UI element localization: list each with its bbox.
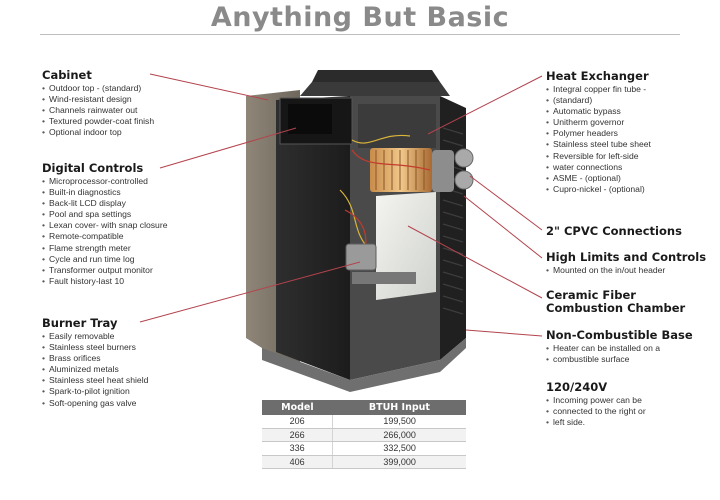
- section-heading: 2" CPVC Connections: [546, 224, 682, 238]
- cabinet-louvered-side: [440, 96, 466, 360]
- feature-item: Soft-opening gas valve: [42, 398, 148, 409]
- table-header-row: Model BTUH Input: [262, 400, 466, 415]
- feature-item: Cycle and run time log: [42, 254, 167, 265]
- feature-item: Stainless steel tube sheet: [546, 139, 651, 150]
- cell-model: 406: [262, 455, 333, 470]
- feature-item: Heater can be installed on a: [546, 343, 693, 354]
- cell-model: 266: [262, 428, 333, 443]
- feature-item: Incoming power can be: [546, 395, 646, 406]
- feature-item: Fault history-last 10: [42, 276, 167, 287]
- feature-item: Built-in diagnostics: [42, 187, 167, 198]
- feature-item: Channels rainwater out: [42, 105, 154, 116]
- feature-item: Aluminized metals: [42, 364, 148, 375]
- feature-item: connected to the right or: [546, 406, 646, 417]
- feature-list: Incoming power can be connected to the r…: [546, 395, 646, 428]
- table-row: 336 332,500: [262, 441, 466, 456]
- cell-btuh: 199,500: [332, 415, 466, 429]
- section-combustion-chamber: Ceramic Fiber Combustion Chamber: [546, 289, 685, 316]
- feature-item: Transformer output monitor: [42, 265, 167, 276]
- title-divider: [40, 34, 680, 35]
- section-burner-tray: Burner Tray Easily removable Stainless s…: [42, 316, 148, 409]
- cell-model: 336: [262, 441, 333, 456]
- feature-item: Brass orifices: [42, 353, 148, 364]
- feature-item: Flame strength meter: [42, 243, 167, 254]
- feature-item: Cupro-nickel - (optional): [546, 184, 651, 195]
- feature-list: Mounted on the in/out header: [546, 265, 706, 276]
- section-cpvc-connections: 2" CPVC Connections: [546, 224, 682, 239]
- feature-item: Pool and spa settings: [42, 209, 167, 220]
- feature-item: Stainless steel heat shield: [42, 375, 148, 386]
- section-heading: Digital Controls: [42, 161, 144, 175]
- section-heading: 120/240V: [546, 380, 608, 394]
- non-combustible-base: [262, 338, 466, 392]
- feature-list: Heater can be installed on a combustible…: [546, 343, 693, 365]
- feature-item: Polymer headers: [546, 128, 651, 139]
- feature-item: Integral copper fin tube -: [546, 84, 651, 95]
- feature-item: Spark-to-pilot ignition: [42, 386, 148, 397]
- model-btuh-table: Model BTUH Input 206 199,500 266 266,000…: [262, 400, 466, 470]
- feature-item: Stainless steel burners: [42, 342, 148, 353]
- feature-item: Reversible for left-side: [546, 151, 651, 162]
- section-heading: Non-Combustible Base: [546, 328, 693, 342]
- table-row: 266 266,000: [262, 428, 466, 443]
- feature-item: Unitherm governor: [546, 117, 651, 128]
- section-heat-exchanger: Heat Exchanger Integral copper fin tube …: [546, 69, 651, 195]
- feature-item: Optional indoor top: [42, 127, 154, 138]
- feature-item: Lexan cover- with snap closure: [42, 220, 167, 231]
- heat-exchanger: [358, 104, 436, 148]
- feature-item: combustible surface: [546, 354, 693, 365]
- section-heading: Heat Exchanger: [546, 69, 649, 83]
- feature-list: Integral copper fin tube - (standard) Au…: [546, 84, 651, 195]
- feature-item: Remote-compatible: [42, 231, 167, 242]
- section-heading: Ceramic Fiber Combustion Chamber: [546, 288, 686, 315]
- cell-model: 206: [262, 415, 333, 429]
- cell-btuh: 332,500: [332, 441, 466, 456]
- cell-btuh: 266,000: [332, 428, 466, 443]
- cpvc-header: [432, 150, 454, 192]
- section-heading: High Limits and Controls: [546, 250, 707, 264]
- feature-item: Easily removable: [42, 331, 148, 342]
- column-header-model: Model: [262, 400, 333, 415]
- feature-list: Outdoor top - (standard) Wind-resistant …: [42, 83, 154, 138]
- section-digital-controls: Digital Controls Microprocessor-controll…: [42, 161, 167, 287]
- feature-item: Textured powder-coat finish: [42, 116, 154, 127]
- section-120-240v: 120/240V Incoming power can be connected…: [546, 380, 646, 428]
- section-non-combustible-base: Non-Combustible Base Heater can be insta…: [546, 328, 693, 365]
- feature-item: Microprocessor-controlled: [42, 176, 167, 187]
- feature-item: (standard): [546, 95, 651, 106]
- feature-item: Back-lit LCD display: [42, 198, 167, 209]
- feature-item: water connections: [546, 162, 651, 173]
- page-title: Anything But Basic: [210, 2, 510, 33]
- feature-list: Microprocessor-controlled Built-in diagn…: [42, 176, 167, 287]
- section-cabinet: Cabinet Outdoor top - (standard) Wind-re…: [42, 68, 154, 138]
- cell-btuh: 399,000: [332, 455, 466, 470]
- section-heading: Cabinet: [42, 68, 92, 82]
- feature-item: Outdoor top - (standard): [42, 83, 154, 94]
- feature-item: left side.: [546, 417, 646, 428]
- table-row: 406 399,000: [262, 455, 466, 470]
- feature-list: Easily removable Stainless steel burners…: [42, 331, 148, 409]
- section-high-limits-controls: High Limits and Controls Mounted on the …: [546, 250, 706, 276]
- feature-item: Mounted on the in/out header: [546, 265, 706, 276]
- table-row: 206 199,500: [262, 415, 466, 429]
- column-header-btuh: BTUH Input: [332, 400, 466, 415]
- top-lid: [312, 70, 440, 82]
- feature-item: Wind-resistant design: [42, 94, 154, 105]
- section-heading: Burner Tray: [42, 316, 118, 330]
- feature-item: Automatic bypass: [546, 106, 651, 117]
- feature-item: ASME - (optional): [546, 173, 651, 184]
- gas-valve: [345, 243, 377, 271]
